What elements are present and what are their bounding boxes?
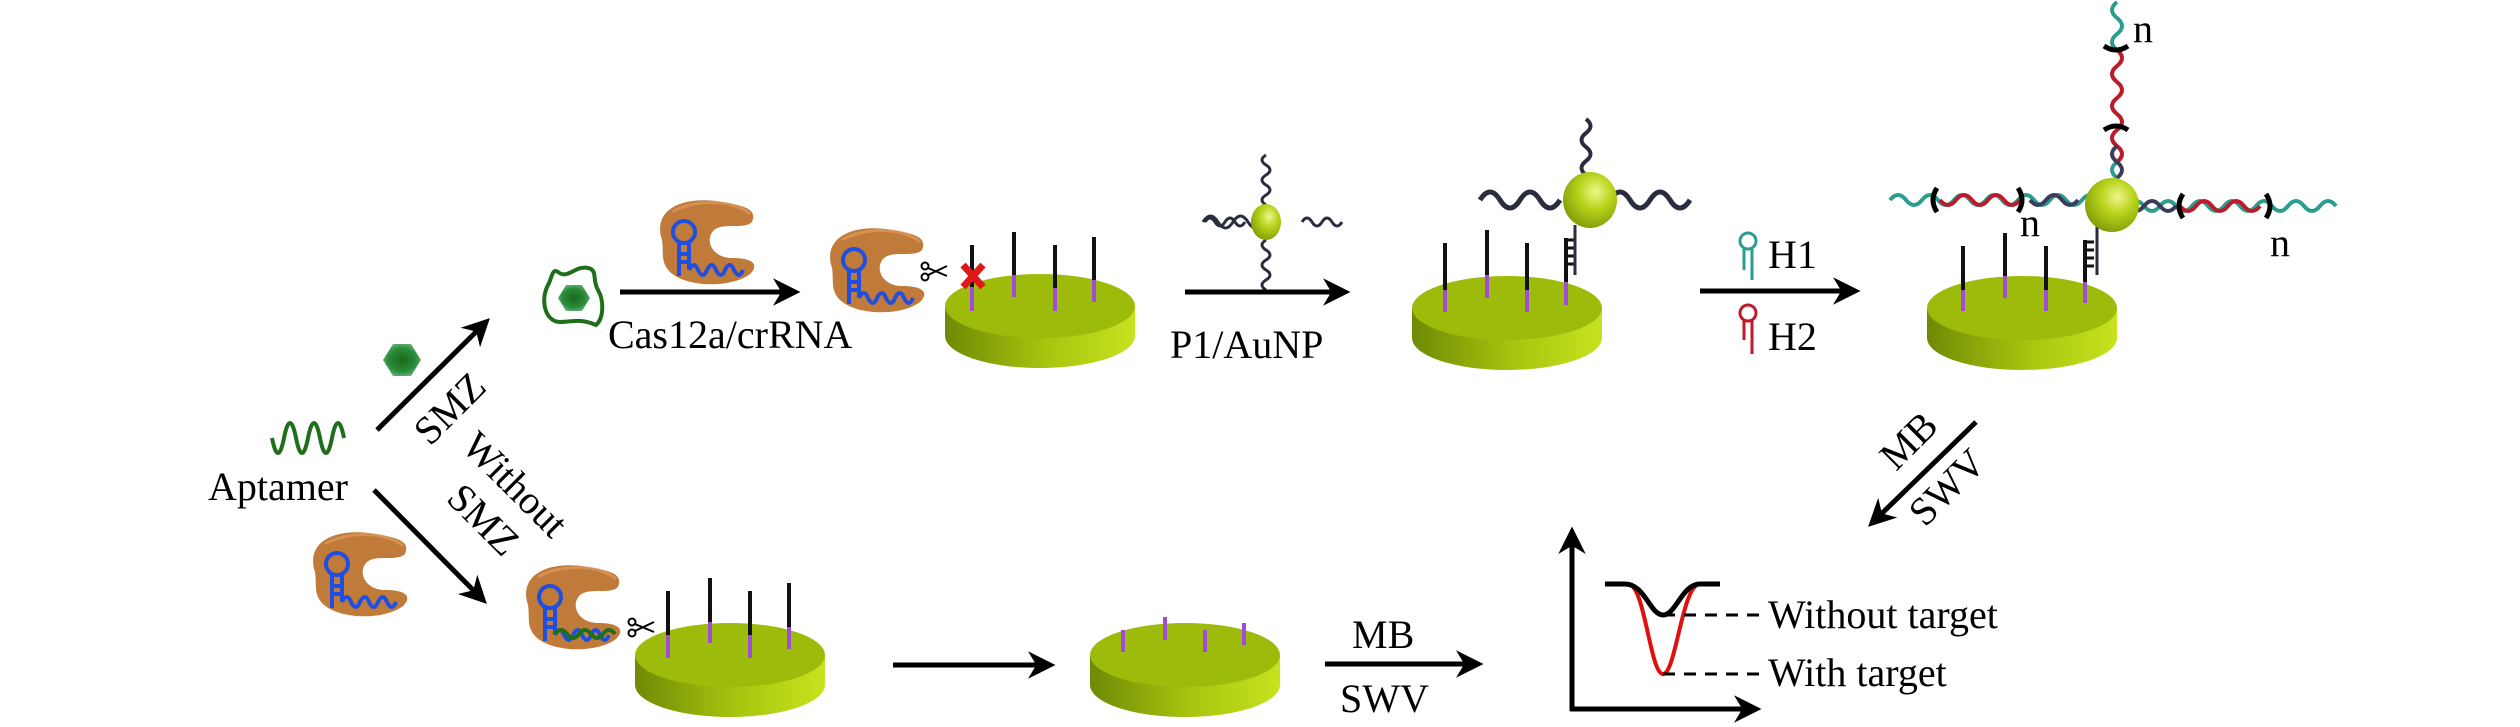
electrode-4 — [635, 578, 825, 717]
scissors-icon — [920, 261, 948, 282]
repeat-n-label-top: n — [2133, 6, 2153, 51]
cleavage-blocked-x-icon — [960, 262, 986, 290]
scissors-icon — [627, 617, 655, 638]
with-target-label: With target — [1768, 650, 1947, 695]
captured-aunp-icon — [1477, 117, 1693, 228]
h2-label: H2 — [1768, 314, 1817, 359]
hcr-amplified-aunp-icon — [1888, 0, 2338, 232]
cas12a-crrna-icon — [311, 530, 410, 619]
repeat-n-label-right: n — [2270, 220, 2290, 265]
without-smz-arrow — [372, 488, 487, 604]
electrode-3 — [1927, 222, 2117, 370]
aptamer-crrna-duplex-icon — [553, 628, 617, 640]
bacteria-with-smz-icon — [542, 265, 605, 328]
h1-hairpin-icon — [1738, 231, 1758, 280]
h1-label: H1 — [1768, 232, 1817, 277]
p1-aunp-label: P1/AuNP — [1170, 322, 1323, 367]
signal-without-target-curve — [1605, 581, 1720, 618]
mb-swv-readout-arrow — [1868, 420, 1978, 527]
aptamer-label: Aptamer — [208, 464, 348, 509]
swv-label-bottom: SWV — [1340, 676, 1429, 721]
electrode-2 — [1412, 225, 1602, 370]
activated-cas12a-icon — [828, 226, 927, 315]
smz-arrow — [375, 318, 490, 432]
swv-graph — [1558, 526, 1762, 723]
without-target-label: Without target — [1768, 592, 1998, 637]
electrode-5 — [1090, 617, 1280, 717]
smz-molecule-icon — [383, 344, 421, 376]
cas12a-crrna-icon — [658, 198, 757, 287]
cas12a-crrna-label: Cas12a/crRNA — [608, 312, 853, 357]
signal-with-target-curve — [1627, 582, 1701, 677]
aptamer-icon — [270, 421, 346, 455]
mb-label-bottom: MB — [1352, 612, 1414, 657]
repeat-n-label-left: n — [2020, 200, 2040, 245]
p1-aunp-icon — [1201, 153, 1344, 292]
h2-hairpin-icon — [1738, 303, 1758, 354]
electrode-1 — [945, 232, 1135, 368]
